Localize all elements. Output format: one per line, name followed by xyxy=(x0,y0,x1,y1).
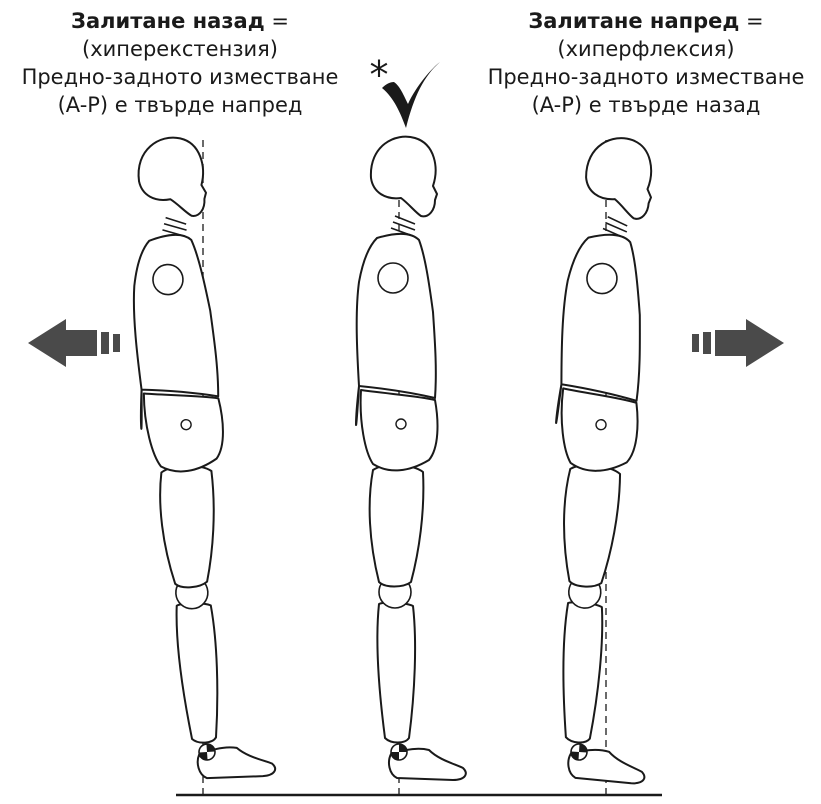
arrow-left-icon xyxy=(28,319,120,367)
left-caption-title: Залитане назад xyxy=(71,9,265,33)
left-caption-equals: = xyxy=(265,9,289,33)
mannequin-upright xyxy=(356,137,466,780)
left-caption-line4: (A-P) е твърде напред xyxy=(58,93,303,117)
left-caption-line3: Предно-задното изместване xyxy=(22,65,339,89)
left-caption-line2: (хиперекстензия) xyxy=(82,37,278,61)
mannequin-leaning-back xyxy=(121,133,275,782)
right-caption-title-line: Залитане напред = xyxy=(528,9,763,33)
left-caption: Залитане назад = (хиперекстензия) Предно… xyxy=(22,9,339,117)
right-caption: Залитане напред = (хиперфлексия) Предно-… xyxy=(488,9,805,117)
mannequin-leaning-forward xyxy=(534,135,683,784)
right-caption-line4: (A-P) е твърде назад xyxy=(532,93,761,117)
right-caption-line3: Предно-задното изместване xyxy=(488,65,805,89)
checkmark-icon xyxy=(382,62,440,128)
right-caption-line2: (хиперфлексия) xyxy=(557,37,734,61)
left-caption-title-line: Залитане назад = xyxy=(71,9,289,33)
right-caption-equals: = xyxy=(739,9,763,33)
arrow-right-icon xyxy=(692,319,784,367)
right-caption-title: Залитане напред xyxy=(528,9,739,33)
